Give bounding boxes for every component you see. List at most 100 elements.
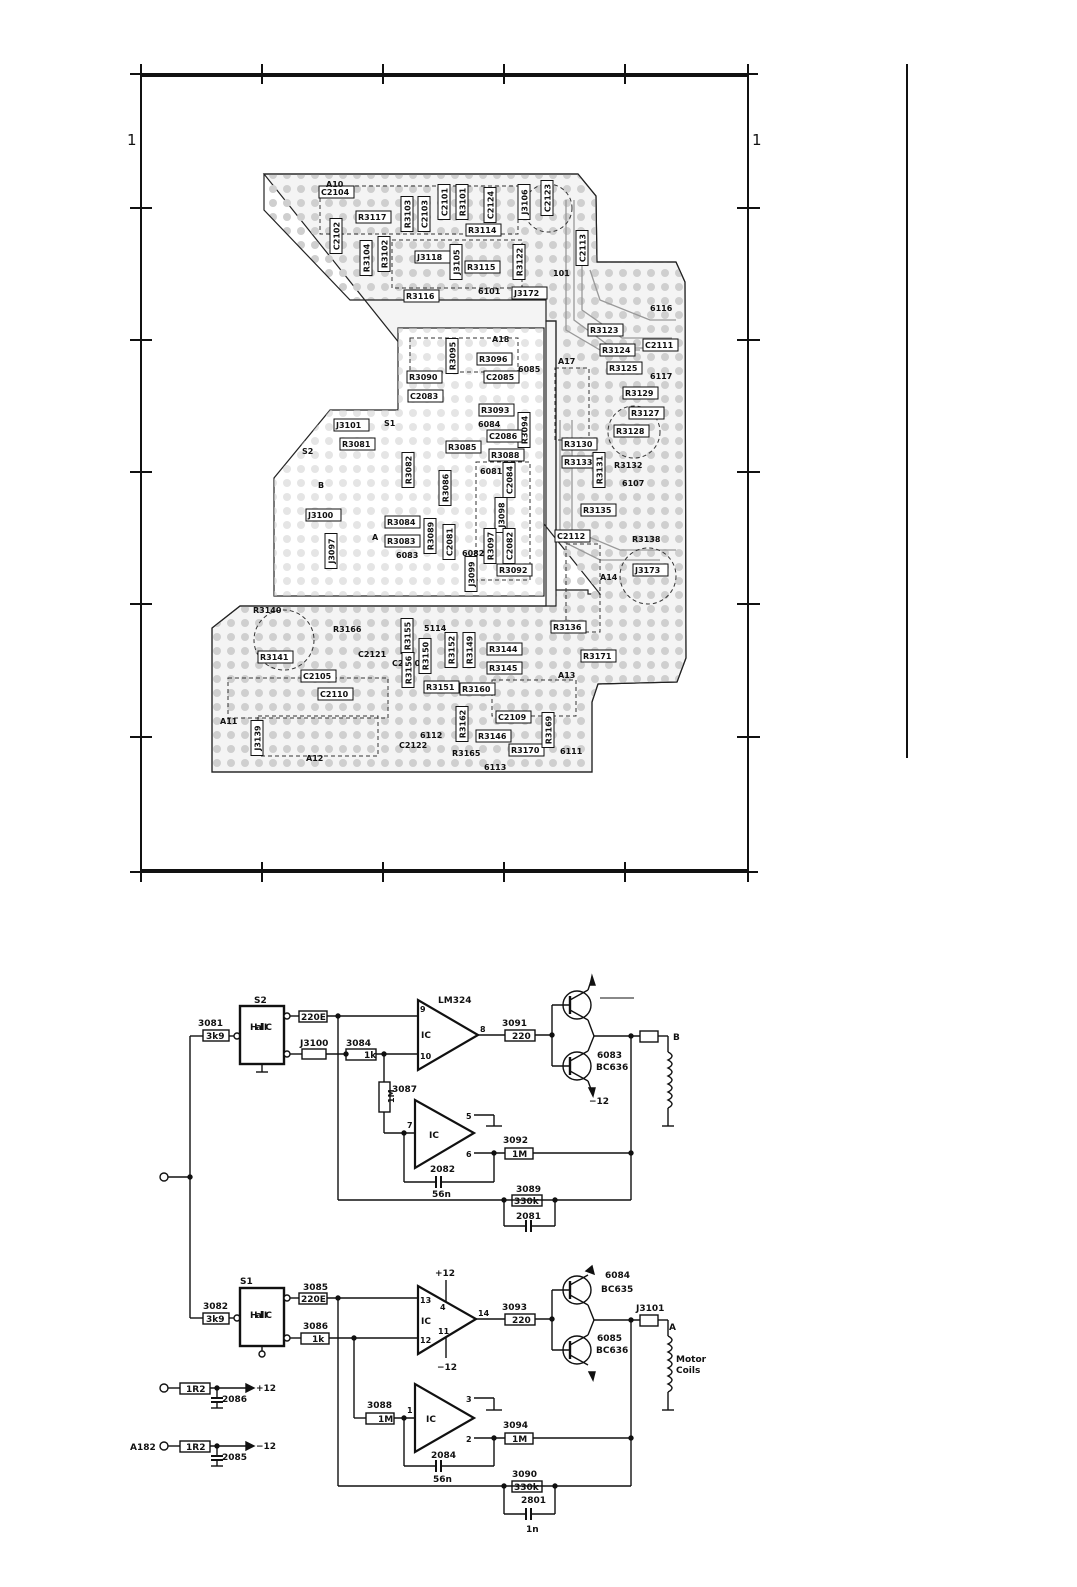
- pcb-component-c2113: C2113: [575, 230, 589, 266]
- pcb-component-r3146: R3146: [475, 729, 512, 743]
- pcb-component-r3104: R3104: [359, 240, 373, 276]
- pcb-component-r3170: R3170: [508, 743, 545, 757]
- pcb-component-c2112: C2112: [554, 529, 591, 543]
- pcb-component-j3106: J3106: [517, 184, 531, 220]
- pcb-component-r3097: R3097: [483, 528, 497, 564]
- svg-text:J3100: J3100: [307, 511, 334, 520]
- pcb-component-c2101: C2101: [437, 184, 451, 220]
- svg-text:R3151: R3151: [426, 683, 455, 692]
- pcb-component-r3132: R3132: [614, 461, 642, 470]
- svg-text:R3093: R3093: [481, 406, 509, 415]
- pcb-label-s1: S1: [384, 419, 396, 428]
- pcb-component-r3131: R3131: [592, 452, 606, 488]
- pcb-component-r3124: R3124: [599, 343, 636, 357]
- pcb-component-c2123: C2123: [540, 180, 554, 216]
- pcb-label-101: 101: [553, 269, 570, 278]
- pcb-label-6111: 6111: [560, 747, 583, 756]
- bot-opamp2-label: IC: [426, 1415, 436, 1425]
- bot-res3088-val: 1M: [378, 1415, 393, 1425]
- svg-text:R3129: R3129: [625, 389, 654, 398]
- pcb-component-j3100: J3100: [305, 508, 342, 522]
- pcb-component-j3097: J3097: [324, 533, 338, 569]
- pcb-component-j3099: J3099: [464, 556, 478, 592]
- svg-text:C2086: C2086: [489, 432, 518, 441]
- pcb-area-a: A: [372, 533, 379, 542]
- svg-text:R3122: R3122: [516, 248, 525, 276]
- top-res3084-ref: 3084: [346, 1039, 371, 1049]
- bot-cap2801-val: 1n: [526, 1525, 539, 1535]
- bot-coil-label-2: Coils: [676, 1366, 700, 1376]
- svg-text:R3145: R3145: [489, 664, 518, 673]
- bot-res3090-val: 330k: [514, 1483, 540, 1493]
- svg-text:J3105: J3105: [453, 249, 462, 276]
- bot-res3094-ref: 3094: [503, 1421, 528, 1431]
- bot-res3088-ref: 3088: [367, 1401, 392, 1411]
- pcb-component-c2081: C2081: [442, 524, 456, 560]
- bot-opamp-label: IC: [421, 1317, 431, 1327]
- supply-res1: 1R2: [186, 1385, 205, 1395]
- svg-text:J3098: J3098: [498, 502, 507, 529]
- pcb-component-r3096: R3096: [476, 352, 513, 366]
- bot-output-node: A: [669, 1323, 676, 1333]
- svg-text:C2102: C2102: [333, 222, 342, 250]
- top-pin-10: 10: [420, 1052, 432, 1061]
- bot-pin-1: 1: [407, 1406, 413, 1415]
- pcb-component-r3081: R3081: [339, 437, 376, 451]
- svg-text:C2122: C2122: [399, 741, 427, 750]
- pcb-component-r3088: R3088: [488, 448, 525, 462]
- pcb-area-a14: A14: [600, 573, 618, 582]
- pcb-component-c2104: C2104: [318, 185, 355, 199]
- schematic: [159, 973, 674, 1520]
- bot-res3086-val: 1k: [312, 1335, 325, 1345]
- pcb-component-r3090: R3090: [406, 370, 443, 384]
- supply-conn: A182: [130, 1443, 156, 1453]
- pcb-component-r3149: R3149: [462, 632, 476, 668]
- svg-text:R3116: R3116: [406, 292, 435, 301]
- supply-cap2: 2085: [222, 1453, 247, 1463]
- svg-text:R3127: R3127: [631, 409, 659, 418]
- bot-pin-14: 14: [478, 1309, 490, 1318]
- pcb-component-j3105: J3105: [449, 244, 463, 280]
- pcb-component-r3116: R3116: [403, 289, 440, 303]
- svg-text:C2105: C2105: [303, 672, 332, 681]
- top-res3084-val: 1k: [364, 1051, 377, 1061]
- svg-text:R3131: R3131: [596, 455, 605, 484]
- top-pin-6: 6: [466, 1150, 472, 1159]
- svg-text:R3082: R3082: [405, 456, 414, 484]
- top-res3092-ref: 3092: [503, 1136, 528, 1146]
- svg-text:R3152: R3152: [448, 636, 457, 664]
- svg-text:R3155: R3155: [404, 621, 413, 650]
- svg-text:R3138: R3138: [632, 535, 661, 544]
- bot-cap2084-val: 56n: [433, 1475, 452, 1485]
- svg-text:R3114: R3114: [468, 226, 497, 235]
- pcb-component-r3117: R3117: [355, 210, 392, 224]
- svg-text:R3084: R3084: [387, 518, 416, 527]
- svg-text:J3172: J3172: [513, 289, 539, 298]
- svg-text:R3104: R3104: [363, 243, 372, 272]
- pcb-component-r3165: R3165: [452, 749, 481, 758]
- svg-text:C2121: C2121: [358, 650, 387, 659]
- bot-hall-label: Hall IC: [250, 1311, 272, 1321]
- bot-tr-upper-ref: 6084: [605, 1271, 630, 1281]
- pcb-label-6107: 6107: [622, 479, 644, 488]
- svg-text:R3095: R3095: [449, 341, 458, 370]
- pcb-component-c2083: C2083: [407, 389, 444, 403]
- pcb-area-a13: A13: [558, 671, 575, 680]
- bot-pin-13: 13: [420, 1296, 431, 1305]
- pcb-component-r3083: R3083: [384, 534, 421, 548]
- pcb-component-r3129: R3129: [622, 386, 659, 400]
- svg-text:R3150: R3150: [422, 641, 431, 670]
- svg-text:R3094: R3094: [521, 415, 530, 444]
- bot-cap2084-ref: 2084: [431, 1451, 456, 1461]
- pcb-component-r3127: R3127: [628, 406, 665, 420]
- pcb-component-c2111: C2111: [642, 338, 679, 352]
- top-pin-9: 9: [420, 1005, 426, 1014]
- svg-text:R3090: R3090: [409, 373, 438, 382]
- bot-res-out-ref: 3093: [502, 1303, 527, 1313]
- svg-text:R3096: R3096: [479, 355, 508, 364]
- bot-pin-2: 2: [466, 1435, 472, 1444]
- pcb-component-j3098: J3098: [494, 497, 508, 533]
- side-marker-left: 1: [127, 131, 137, 149]
- pcb-component-r3155: R3155: [400, 618, 414, 654]
